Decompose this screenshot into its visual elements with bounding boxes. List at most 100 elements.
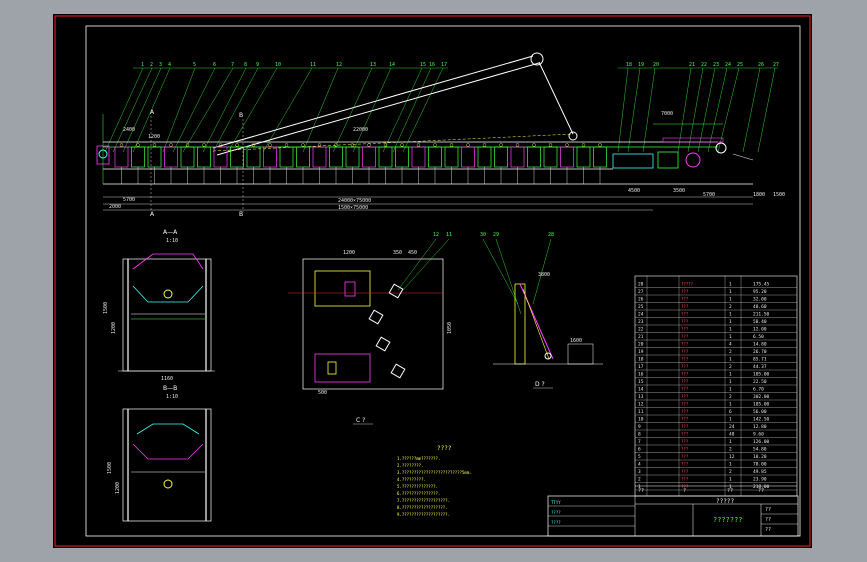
parts-row-qty: 6 [729,409,732,415]
boom-top-line [212,55,534,149]
balloon-leader [104,67,144,153]
parts-row-weight: 185.00 [753,402,770,408]
balloon-leader [202,67,247,153]
parts-row-qty: 1 [729,439,732,445]
dim-main-9: 1500 [773,192,785,198]
view-bb-dim-1: 1500 [107,462,113,474]
view-aa-dim-3: 1160 [161,376,173,382]
tail-pulley [568,131,578,141]
dim-main-7: 5700 [703,192,715,198]
parts-row-weight: 95.20 [753,289,767,295]
balloon-25: 25 [737,62,743,68]
balloon-27: 27 [773,62,779,68]
parts-row-desc: ??? [681,432,689,437]
carry-roller [499,143,503,147]
view-d-balloon-30: 30 [480,232,486,238]
idler-bays [114,143,607,184]
balloon-leader [402,67,444,153]
section-mark-a-bottom: A [150,211,155,218]
balloon-leader [742,67,761,153]
dim-main-8: 1800 [753,192,765,198]
view-bb-frame [122,408,212,522]
view-c-inner [344,281,356,297]
tb-right-cell-3: ?? [765,527,771,533]
parts-row-weight: 85.71 [753,357,767,363]
carry-roller [383,143,388,147]
balloon-leader [627,67,641,153]
parts-row-weight: 14.80 [753,342,767,348]
balloon-leader [302,67,339,153]
carry-roller [367,143,371,147]
idler-bay [362,146,376,168]
parts-row-no: 21 [638,334,644,340]
parts-row-weight: 18.20 [753,454,767,460]
dim-main-11: 2000 [109,204,121,210]
balloon-8: 8 [244,62,247,68]
parts-row-weight: 12.00 [753,327,767,333]
balloon-leader [182,67,234,153]
carry-roller [284,143,289,147]
view-bb-title: B—B [163,385,177,392]
parts-row-weight: 44.37 [753,364,767,370]
parts-row-no: 9 [638,424,641,430]
view-c-frame [302,258,444,390]
note-line: 5.??????????????. [397,484,438,489]
dim-main-13: 1500×75000 [338,205,368,211]
view-aa: A—A 1:10 1500 1200 1160 [103,229,215,382]
balloon-leader [227,67,278,153]
parts-row-qty: 2 [729,469,732,475]
parts-row-qty: 1 [729,297,732,303]
parts-row-desc: ??? [681,372,689,377]
parts-row-desc: ??? [681,334,689,339]
dim-main-10: 5700 [123,197,135,203]
parts-row-no: 4 [638,462,641,468]
parts-row-qty: 1 [729,379,732,385]
parts-row-desc: ??? [681,417,689,422]
carry-roller [581,143,586,147]
parts-header-qty: ?? [727,488,733,494]
note-line: 6.???????????????. [397,491,440,496]
parts-row-no: 1 [638,484,641,490]
parts-row-weight: 48.60 [753,304,767,310]
view-c-balloon-12: 12 [433,232,439,238]
view-aa-scale: 1:10 [166,238,178,244]
view-c-leader-2 [402,238,450,291]
reducer [657,151,679,169]
stay-line [538,61,574,135]
balloon-leader [617,67,629,153]
balloon-24: 24 [725,62,731,68]
view-c-part-3 [375,336,391,352]
view-bb: B—B 1:10 1500 1200 [107,385,212,522]
section-mark-b-bottom: B [239,211,243,218]
carry-roller [235,143,239,147]
idler-bay [263,146,277,168]
carry-roller [548,143,553,147]
parts-row-qty: 12 [729,454,735,460]
parts-row-qty: 48 [729,432,735,438]
idler-bay [131,146,145,168]
parts-row-no: 27 [638,289,644,295]
view-c-leader-1 [397,238,437,291]
parts-row-qty: 1 [729,334,732,340]
balloon-leader [717,67,740,153]
view-c-title: C ? [356,417,365,424]
parts-row-no: 8 [638,432,641,438]
view-c-balloon-11: 11 [446,232,452,238]
parts-row-weight: 218.00 [753,484,770,490]
technical-notes: ???? 1.??????mm???????.2.????????.3.????… [397,445,472,517]
parts-list-frame [634,275,798,497]
balloon-2: 2 [150,62,153,68]
dim-main-6: 3500 [673,188,685,194]
parts-row-weight: 142.50 [753,417,770,423]
view-d-balloon-29: 29 [493,232,499,238]
carry-roller [400,143,404,147]
parts-row-desc: ??? [681,394,689,399]
hopper [662,137,724,143]
parts-row-desc: ??? [681,447,689,452]
parts-row-desc: ??? [681,469,689,474]
view-c-inner-2 [327,361,337,375]
view-c-part-2 [368,309,384,325]
